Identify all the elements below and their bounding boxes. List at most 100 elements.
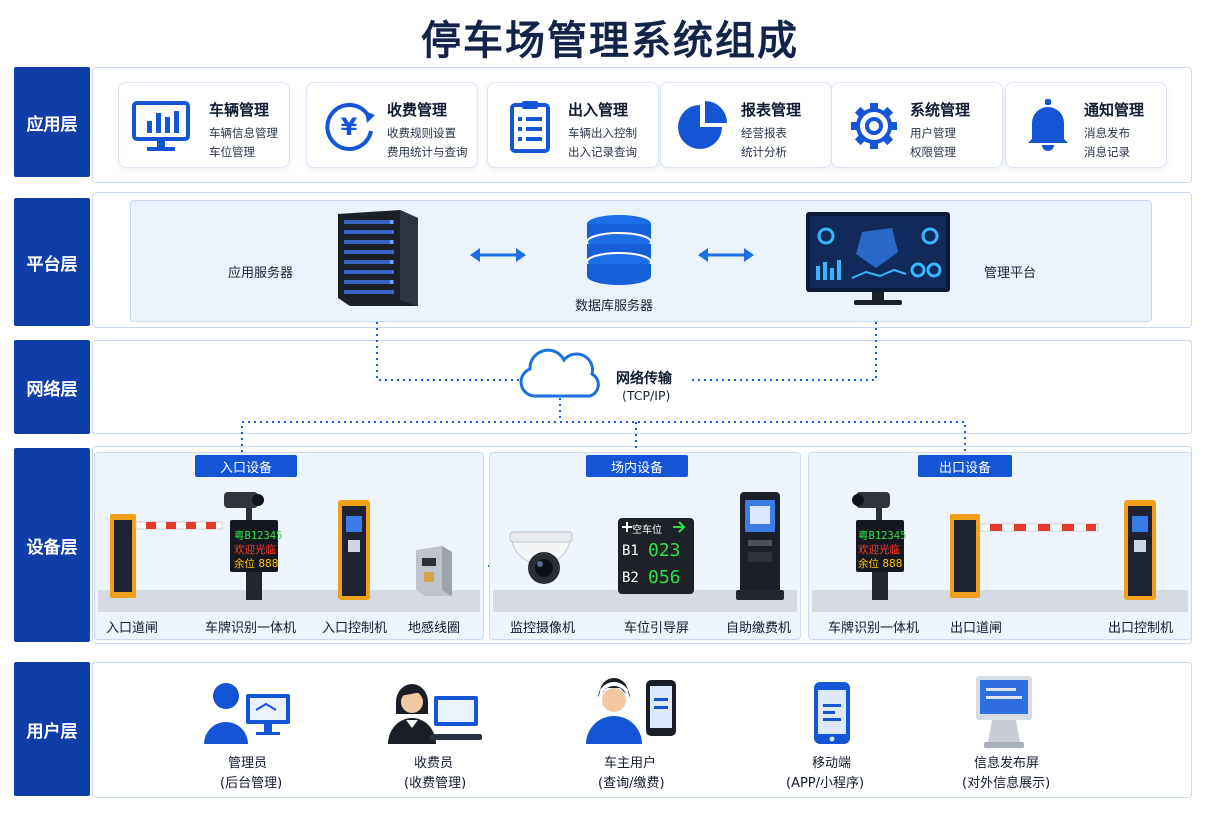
app-card-sub: 权限管理 bbox=[910, 145, 956, 159]
server-rack-icon bbox=[338, 210, 418, 306]
layer-label-user: 用户层 bbox=[14, 662, 90, 796]
user-name: 移动端 bbox=[812, 756, 852, 771]
device-caption: 地感线圈 bbox=[408, 621, 461, 636]
guide-count-b2: 056 bbox=[648, 567, 681, 588]
guide-floor-b2: B2 bbox=[622, 570, 639, 586]
user-name: 管理员 bbox=[228, 756, 268, 771]
device-caption: 自助缴费机 bbox=[726, 621, 792, 636]
app-card-sub: 费用统计与查询 bbox=[387, 145, 468, 159]
user-role: (APP/小程序) bbox=[786, 776, 865, 791]
double-arrow-icon bbox=[470, 248, 526, 262]
page-title: 停车场管理系统组成 bbox=[421, 18, 799, 64]
plate-recognition-icon bbox=[852, 492, 904, 600]
db-server-label: 数据库服务器 bbox=[575, 299, 654, 314]
user-name: 收费员 bbox=[414, 756, 454, 771]
app-card-vehicle: 车辆管理 车辆信息管理 车位管理 bbox=[118, 82, 290, 168]
app-card-charge: ¥ 收费管理 收费规则设置 费用统计与查询 bbox=[306, 82, 478, 168]
dome-camera-icon bbox=[509, 531, 573, 584]
double-arrow-icon bbox=[698, 248, 754, 262]
control-kiosk-icon bbox=[1124, 500, 1156, 600]
device-caption: 出口控制机 bbox=[1108, 621, 1174, 636]
device-caption: 出口道闸 bbox=[950, 621, 1003, 636]
inside-floor bbox=[493, 590, 797, 612]
app-card-sub: 消息记录 bbox=[1084, 145, 1130, 159]
info-display-kiosk-icon bbox=[976, 676, 1032, 748]
app-card-sub: 统计分析 bbox=[741, 145, 787, 159]
admin-user-icon bbox=[204, 683, 290, 744]
layer-label-platform: 平台层 bbox=[14, 198, 90, 326]
user-role: (后台管理) bbox=[220, 776, 283, 791]
dashboard-monitor-icon bbox=[806, 212, 950, 305]
database-icon bbox=[586, 215, 652, 285]
plate-display-line1: 粤B12345 bbox=[234, 530, 283, 542]
mgmt-platform-label: 管理平台 bbox=[984, 266, 1037, 281]
user-name: 车主用户 bbox=[604, 756, 657, 771]
app-card-title: 出入管理 bbox=[568, 101, 629, 119]
app-card-sub: 用户管理 bbox=[910, 126, 956, 140]
plate-display-line2: 欢迎光临 bbox=[234, 544, 276, 556]
cashier-user-icon bbox=[388, 684, 482, 744]
inside-device-tag: 场内设备 bbox=[586, 455, 688, 477]
app-card-title: 报表管理 bbox=[741, 101, 802, 119]
app-card-system: 系统管理 用户管理 权限管理 bbox=[831, 82, 1003, 168]
network-protocol: (TCP/IP) bbox=[622, 388, 671, 403]
cloud-icon bbox=[519, 348, 600, 398]
app-card-sub: 消息发布 bbox=[1084, 126, 1130, 140]
app-card-title: 车辆管理 bbox=[209, 101, 270, 119]
layer-label-network: 网络层 bbox=[14, 340, 90, 434]
guide-count-b1: 023 bbox=[648, 540, 681, 561]
barrier-gate-icon bbox=[110, 514, 223, 598]
clipboard-list-icon bbox=[510, 101, 550, 153]
device-caption: 入口道闸 bbox=[106, 621, 159, 636]
pie-chart-icon bbox=[678, 101, 727, 149]
entrance-floor bbox=[98, 590, 480, 612]
app-card-sub: 收费规则设置 bbox=[387, 126, 456, 140]
barrier-gate-icon bbox=[950, 514, 1099, 598]
device-caption: 入口控制机 bbox=[322, 621, 388, 636]
app-card-notice: 通知管理 消息发布 消息记录 bbox=[1005, 82, 1167, 168]
control-kiosk-icon bbox=[338, 500, 370, 600]
device-caption: 车牌识别一体机 bbox=[828, 621, 920, 636]
ground-loop-detector-icon bbox=[416, 546, 452, 596]
yuan-icon: ¥ bbox=[325, 102, 375, 151]
user-role: (对外信息展示) bbox=[962, 776, 1051, 791]
app-card-sub: 车辆信息管理 bbox=[209, 126, 278, 140]
gear-icon bbox=[851, 103, 897, 149]
arrow-right-icon bbox=[673, 521, 686, 533]
app-card-report: 报表管理 经营报表 统计分析 bbox=[660, 82, 832, 168]
exit-floor bbox=[812, 590, 1188, 612]
device-caption: 监控摄像机 bbox=[510, 621, 576, 636]
entrance-device-tag: 入口设备 bbox=[195, 455, 297, 477]
exit-plate-display-line3: 余位 888 bbox=[858, 558, 903, 570]
payment-kiosk-icon bbox=[736, 492, 784, 600]
network-name: 网络传输 bbox=[616, 371, 672, 387]
svg-text:¥: ¥ bbox=[341, 113, 358, 141]
app-card-title: 收费管理 bbox=[387, 101, 448, 119]
bell-icon bbox=[1028, 99, 1068, 151]
guide-floor-b1: B1 bbox=[622, 543, 639, 559]
exit-plate-display-line2: 欢迎光临 bbox=[858, 544, 900, 556]
app-server-label: 应用服务器 bbox=[228, 266, 294, 281]
monitor-chart-icon bbox=[132, 101, 190, 151]
app-card-title: 系统管理 bbox=[910, 101, 971, 119]
user-name: 信息发布屏 bbox=[974, 756, 1040, 771]
device-caption: 车牌识别一体机 bbox=[205, 621, 297, 636]
plate-display-line3: 余位 888 bbox=[234, 558, 279, 570]
app-card-sub: 经营报表 bbox=[741, 126, 787, 140]
exit-plate-display-line1: 粤B12345 bbox=[858, 530, 907, 542]
car-owner-icon bbox=[586, 678, 676, 744]
mobile-phone-icon bbox=[814, 682, 850, 744]
plus-icon bbox=[622, 522, 632, 532]
guide-screen-header: 空车位 bbox=[632, 525, 662, 536]
layer-label-app: 应用层 bbox=[14, 67, 90, 177]
user-role: (收费管理) bbox=[404, 776, 467, 791]
app-card-sub: 车辆出入控制 bbox=[568, 126, 637, 140]
app-card-sub: 车位管理 bbox=[209, 145, 255, 159]
plate-recognition-icon bbox=[224, 492, 278, 600]
app-card-access: 出入管理 车辆出入控制 出入记录查询 bbox=[487, 82, 659, 168]
exit-device-tag: 出口设备 bbox=[918, 455, 1012, 477]
device-caption: 车位引导屏 bbox=[624, 621, 690, 636]
user-role: (查询/缴费) bbox=[598, 776, 665, 791]
network-layer-panel bbox=[92, 340, 1192, 434]
app-card-sub: 出入记录查询 bbox=[568, 145, 637, 159]
